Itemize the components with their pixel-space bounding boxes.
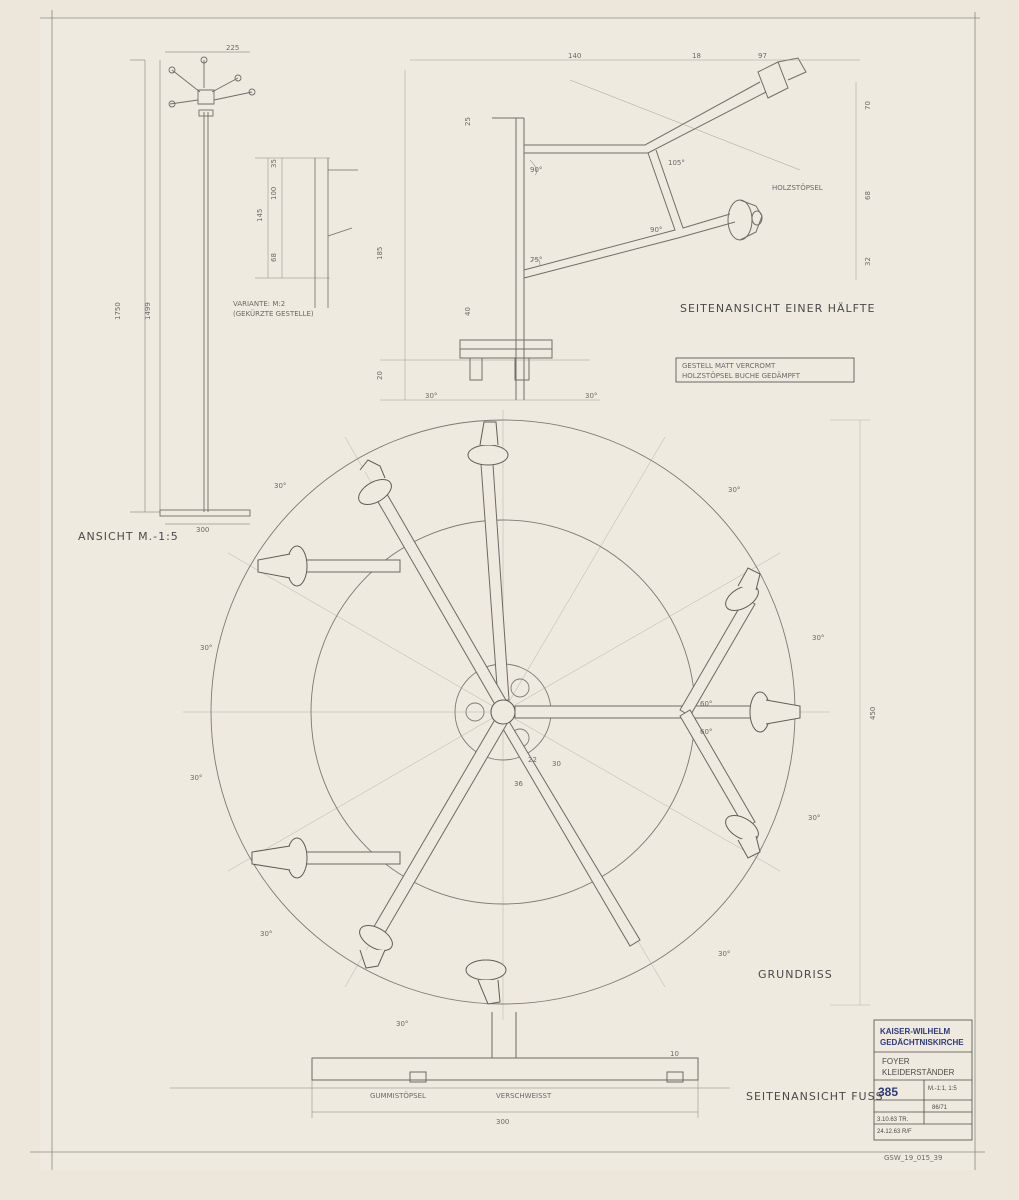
dim-225: 225 [226, 44, 239, 52]
angle-30-right: 30° [585, 392, 597, 400]
angle-30-left: 30° [425, 392, 437, 400]
title-drawing-ref: 86/71 [932, 1105, 948, 1111]
label-variante-sub: (GEKÜRZTE GESTELLE) [233, 309, 314, 318]
dim-97: 97 [758, 52, 767, 60]
label-variante: VARIANTE: M:2 [233, 300, 285, 308]
title-client-2: GEDÄCHTNISKIRCHE [880, 1038, 964, 1047]
angle-30-g2: 30° [728, 486, 740, 494]
dim-20: 20 [376, 371, 384, 380]
grundriss-knobs [251, 421, 801, 1005]
dim-22: 22 [528, 756, 537, 764]
angle-105: 105° [668, 159, 685, 167]
angle-30-g4: 30° [812, 634, 824, 642]
angle-60-lower: 60° [700, 728, 712, 736]
dim-35: 35 [270, 159, 278, 168]
dim-10: 10 [670, 1050, 679, 1058]
label-verschweisst: VERSCHWEISST [496, 1092, 552, 1100]
title-client-1: KAISER-WILHELM [880, 1027, 951, 1036]
label-seitenansicht-fuss: SEITENANSICHT FUSS [746, 1090, 884, 1103]
foot-side-view [170, 1012, 730, 1118]
dim-18: 18 [692, 52, 701, 60]
dim-145: 145 [256, 209, 264, 222]
dim-36: 36 [514, 780, 523, 788]
angle-75: 75° [530, 256, 542, 264]
angle-30-g3: 30° [200, 644, 212, 652]
dim-300-base: 300 [196, 526, 209, 534]
label-seitenansicht-haelfte: SEITENANSICHT EINER HÄLFTE [680, 302, 875, 315]
archive-number: GSW_19_015_39 [884, 1154, 942, 1162]
angle-30-g5: 30° [190, 774, 202, 782]
angle-90-upper: 90° [530, 166, 542, 174]
label-holzstoepsel: HOLZSTÖPSEL [772, 183, 823, 192]
title-date-2: 24.12.63 R/F [877, 1129, 912, 1135]
dim-40: 40 [464, 307, 472, 316]
dim-450: 450 [869, 707, 877, 720]
material-note-box [675, 357, 855, 383]
dim-185: 185 [376, 247, 384, 260]
dim-68: 68 [864, 191, 872, 200]
label-ansicht: ANSICHT M.-1:5 [78, 530, 179, 543]
angle-30-g6: 30° [808, 814, 820, 822]
material-line-2: HOLZSTÖPSEL BUCHE GEDÄMPFT [682, 371, 801, 380]
title-scale: M.-1:1, 1:5 [928, 1086, 957, 1092]
title-block [873, 1019, 973, 1141]
title-date-1: 3.10.63 TR. [877, 1117, 909, 1123]
angle-30-g7: 30° [260, 930, 272, 938]
label-grundriss: GRUNDRISS [758, 968, 833, 981]
dim-1499: 1499 [144, 302, 152, 320]
angle-30-g8: 30° [718, 950, 730, 958]
dim-25: 25 [464, 117, 472, 126]
dim-70: 70 [864, 101, 872, 110]
grundriss-arms [299, 449, 756, 947]
half-side-view [459, 57, 807, 400]
sheet-border [30, 10, 985, 1170]
variante-detail [255, 157, 358, 308]
material-line-1: GESTELL MATT VERCROMT [682, 362, 776, 370]
dim-32: 32 [864, 257, 872, 266]
angle-60-upper: 60° [700, 700, 712, 708]
dim-68-variante: 68 [270, 253, 278, 262]
title-subject-1: FOYER [882, 1057, 910, 1066]
dim-30: 30 [552, 760, 561, 768]
dim-1750: 1750 [114, 302, 122, 320]
ansicht-view [130, 51, 256, 525]
dim-300-foot: 300 [496, 1118, 509, 1126]
angle-90-lower: 90° [650, 226, 662, 234]
title-sheet-number: 385 [878, 1085, 898, 1099]
angle-30-g9: 30° [396, 1020, 408, 1028]
dim-100: 100 [270, 187, 278, 200]
angle-30-g1: 30° [274, 482, 286, 490]
dim-140: 140 [568, 52, 581, 60]
label-gummistoepsel: GUMMISTÖPSEL [370, 1091, 426, 1100]
half-side-dim-lines [380, 59, 860, 401]
title-subject-2: KLEIDERSTÄNDER [882, 1068, 955, 1077]
